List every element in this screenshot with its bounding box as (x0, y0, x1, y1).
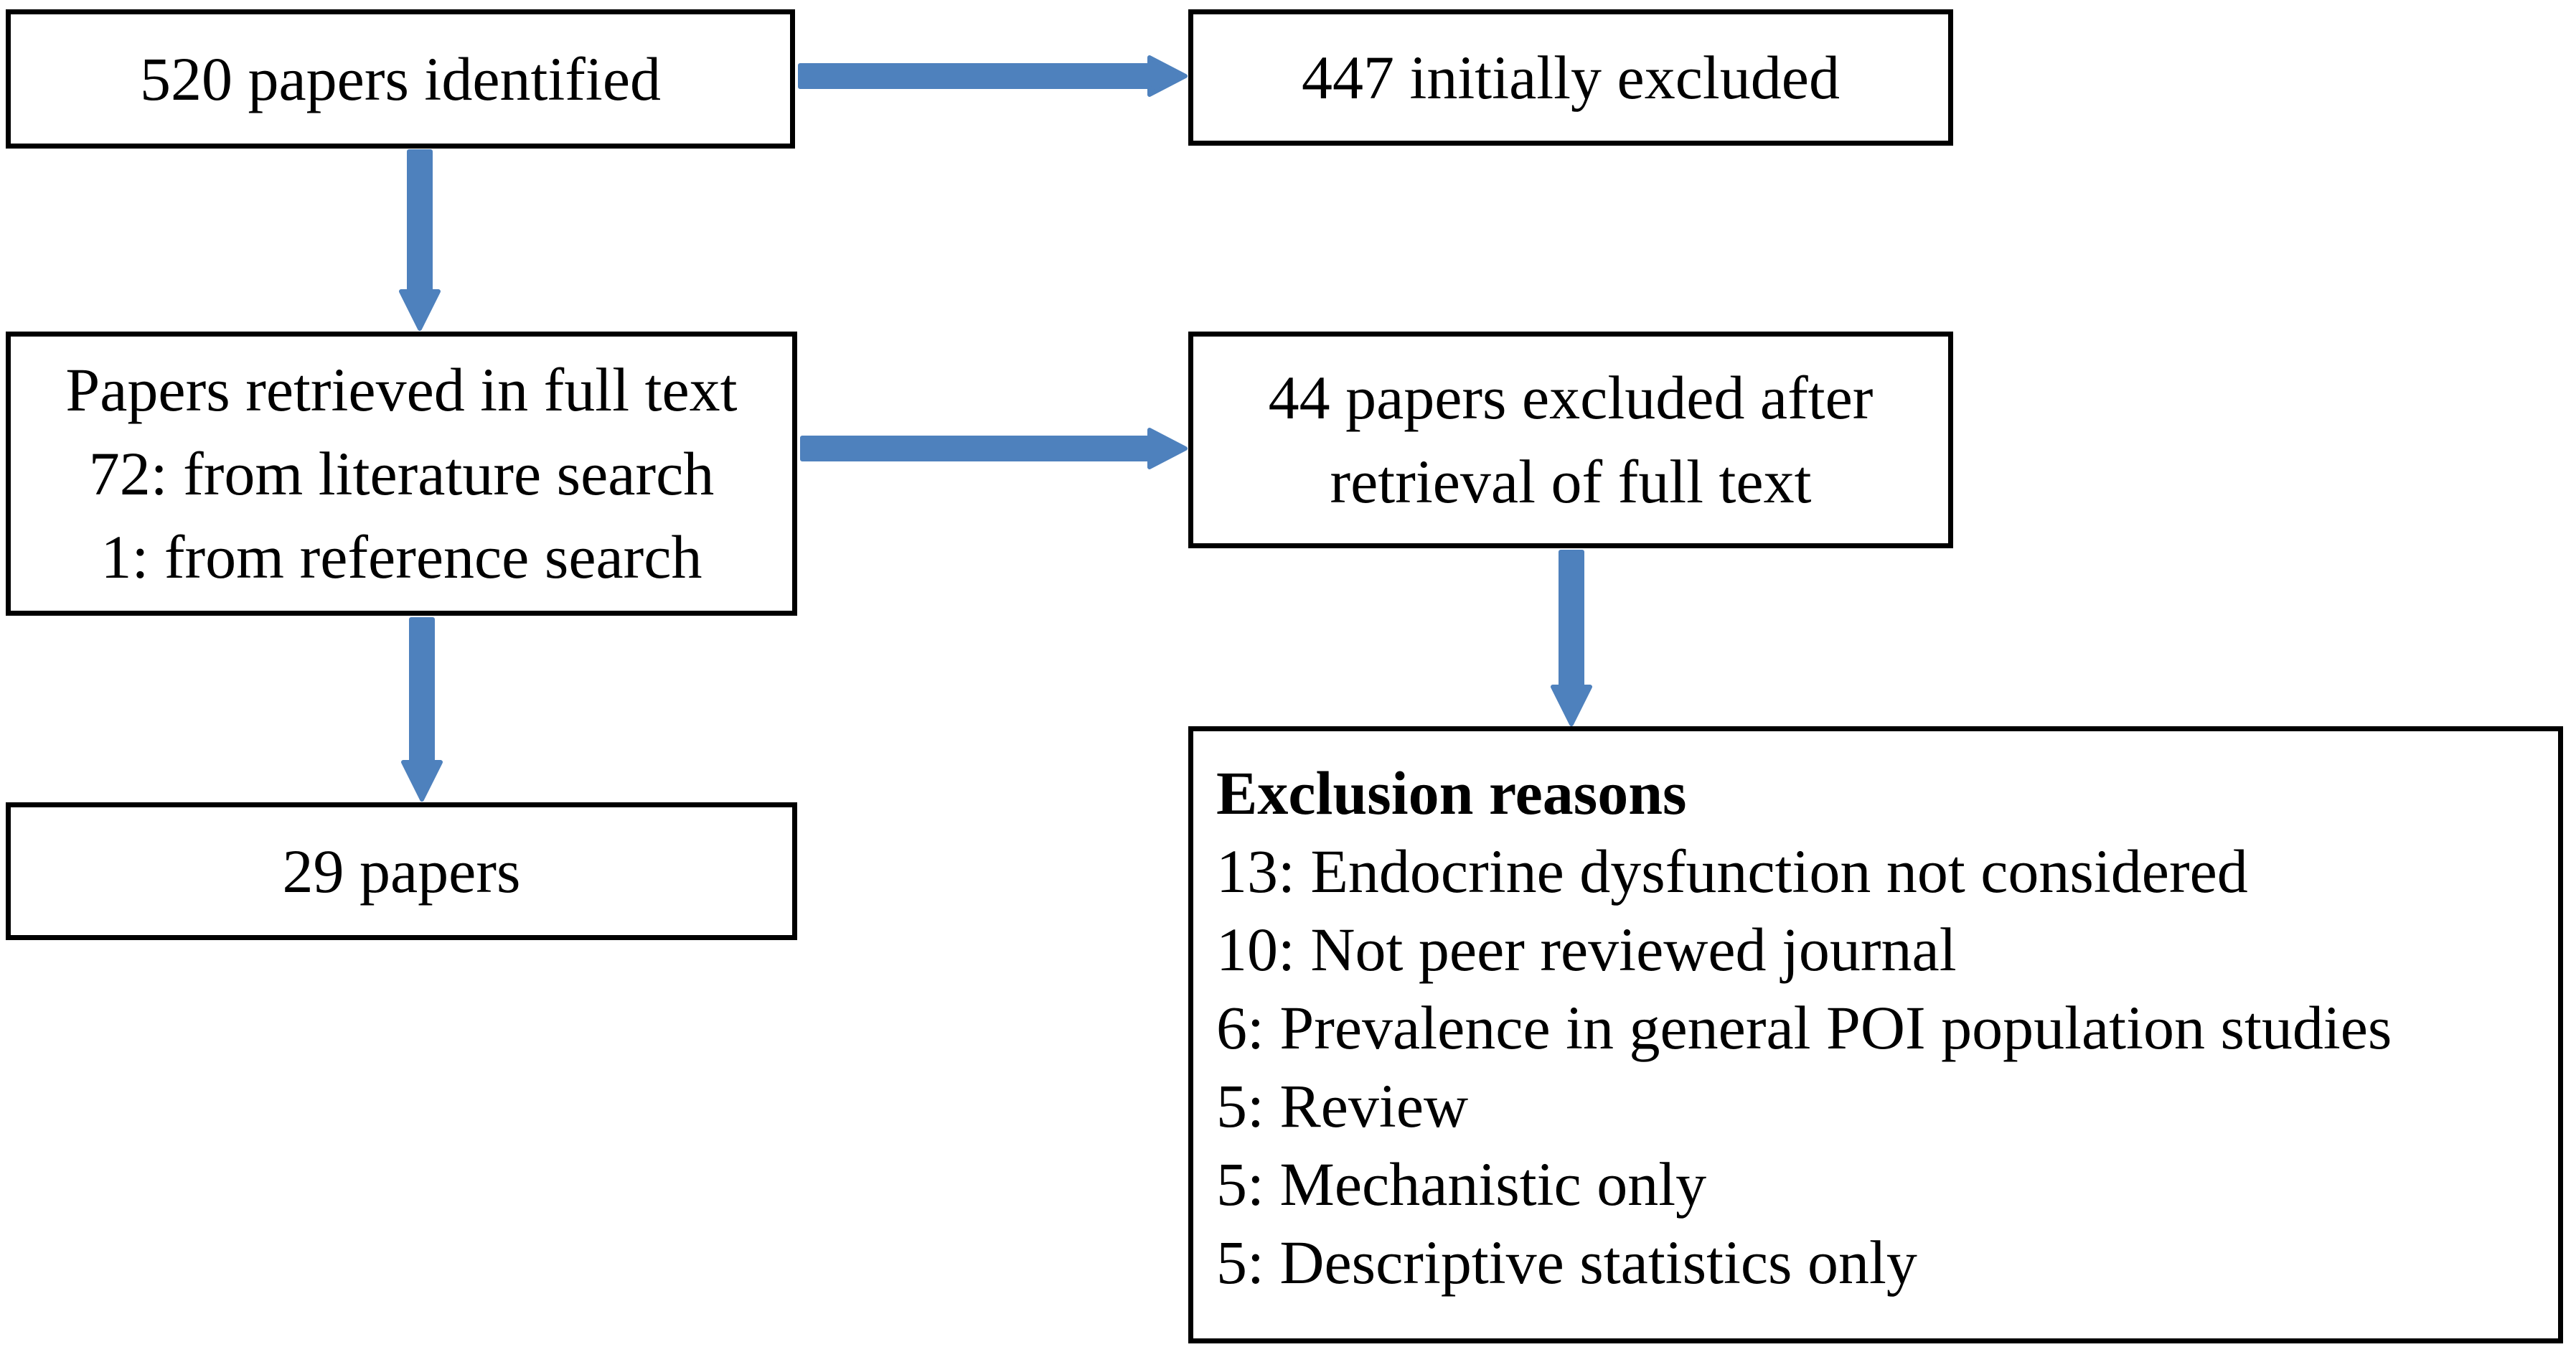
box-initially-excluded: 447 initially excluded (1188, 9, 1953, 146)
final-papers-text: 29 papers (282, 836, 521, 906)
excluded-after-line-2: retrieval of full text (1330, 447, 1812, 516)
exclusion-reason-item: 5: Mechanistic only (1216, 1150, 1707, 1219)
retrieved-line-2: 72: from literature search (88, 438, 715, 508)
exclusion-reason-item: 5: Review (1216, 1071, 1469, 1140)
retrieved-line-3: 1: from reference search (100, 522, 702, 592)
box-final-papers: 29 papers (6, 802, 797, 940)
box-papers-retrieved-full-text: Papers retrieved in full text 72: from l… (6, 332, 797, 616)
arrow-identified-to-initially-excluded-icon (798, 55, 1188, 97)
box-papers-identified: 520 papers identified (6, 9, 795, 149)
excluded-after-line-1: 44 papers excluded after (1268, 363, 1874, 433)
box-excluded-after-retrieval: 44 papers excluded after retrieval of fu… (1188, 332, 1953, 548)
exclusion-reasons-title: Exclusion reasons (1216, 759, 1687, 827)
exclusion-reason-item: 6: Prevalence in general POI population … (1216, 993, 2392, 1062)
arrow-excluded-after-to-exclusion-reasons-icon (1551, 550, 1592, 726)
box-exclusion-reasons: Exclusion reasons 13: Endocrine dysfunct… (1188, 726, 2563, 1343)
initially-excluded-text: 447 initially excluded (1302, 42, 1840, 112)
arrow-identified-to-retrieved-icon (399, 149, 441, 331)
exclusion-reason-item: 5: Descriptive statistics only (1216, 1228, 1917, 1297)
retrieved-line-1: Papers retrieved in full text (65, 355, 738, 424)
exclusion-reason-item: 10: Not peer reviewed journal (1216, 915, 1957, 984)
arrow-retrieved-to-final-icon (401, 617, 443, 802)
exclusion-reason-item: 13: Endocrine dysfunction not considered (1216, 837, 2248, 906)
papers-identified-text: 520 papers identified (139, 44, 661, 113)
arrow-retrieved-to-excluded-after-icon (800, 428, 1188, 469)
